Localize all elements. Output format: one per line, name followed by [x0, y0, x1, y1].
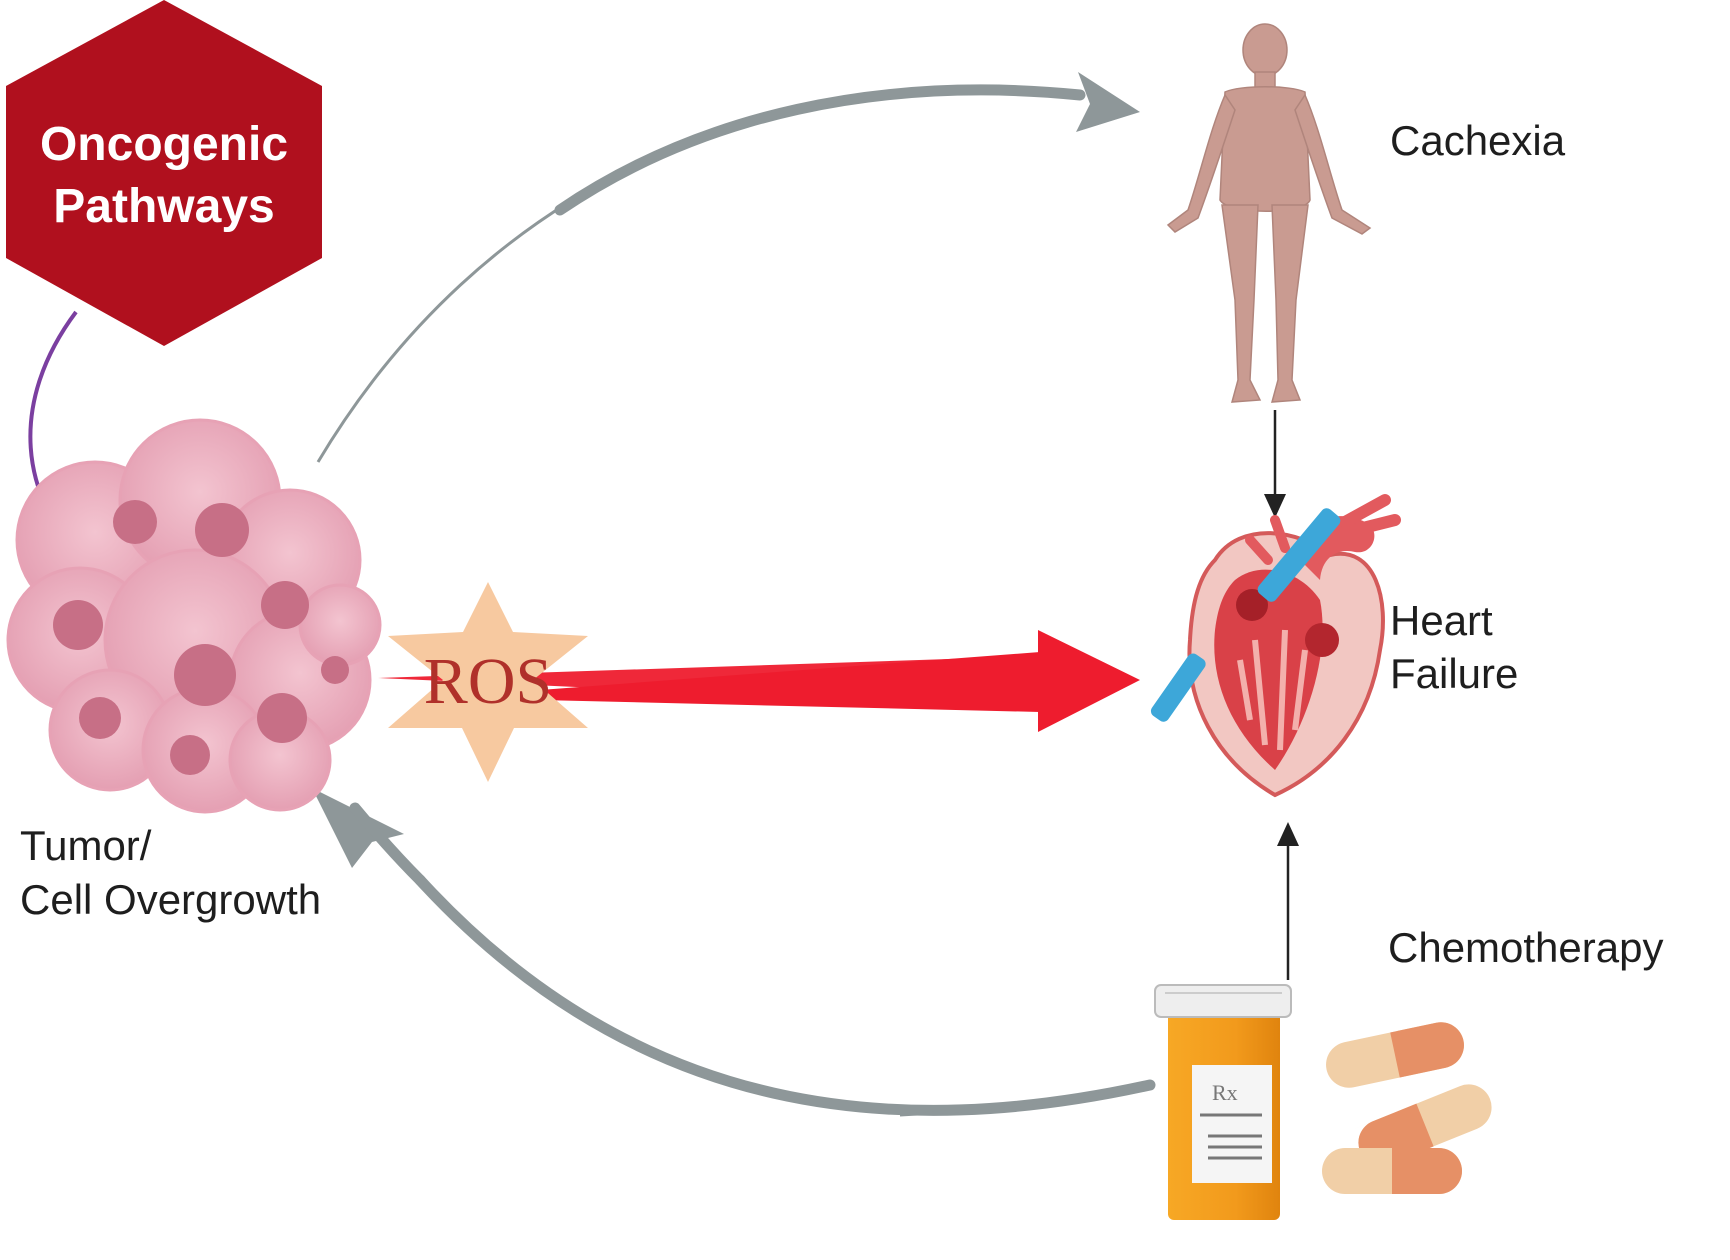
tumor-cluster-icon	[6, 418, 382, 814]
oncogenic-pathways-node: Oncogenic Pathways	[6, 0, 322, 346]
cachexia-label: Cachexia	[1390, 117, 1566, 164]
tumor-label-line2: Cell Overgrowth	[20, 876, 321, 923]
heart-icon	[1150, 494, 1401, 798]
heart-failure-label-line1: Heart	[1390, 597, 1493, 644]
pill-bottle-icon: Rx	[1154, 984, 1292, 1220]
capsule-icon	[1322, 1148, 1462, 1194]
arrow-chemo-to-tumor	[312, 788, 1156, 1117]
oncogenic-label-line1: Oncogenic	[40, 118, 288, 171]
heart-failure-label-line2: Failure	[1390, 650, 1518, 697]
capsule-icon	[1326, 1022, 1464, 1088]
arrow-chemo-to-heart	[1277, 822, 1299, 980]
hexagon-shape	[6, 0, 322, 346]
chemotherapy-label: Chemotherapy	[1388, 924, 1663, 971]
ros-star-icon	[388, 582, 588, 782]
arrow-ros-to-heart	[378, 630, 1140, 732]
human-body-icon	[1166, 23, 1372, 403]
ros-label: ROS	[424, 645, 552, 718]
rx-symbol: Rx	[1212, 1080, 1238, 1105]
tumor-label-line1: Tumor/	[20, 822, 152, 869]
oncogenic-label-line2: Pathways	[53, 180, 274, 233]
arrow-tumor-to-cachexia	[316, 72, 1140, 463]
arrow-cachexia-to-heart	[1264, 410, 1286, 518]
